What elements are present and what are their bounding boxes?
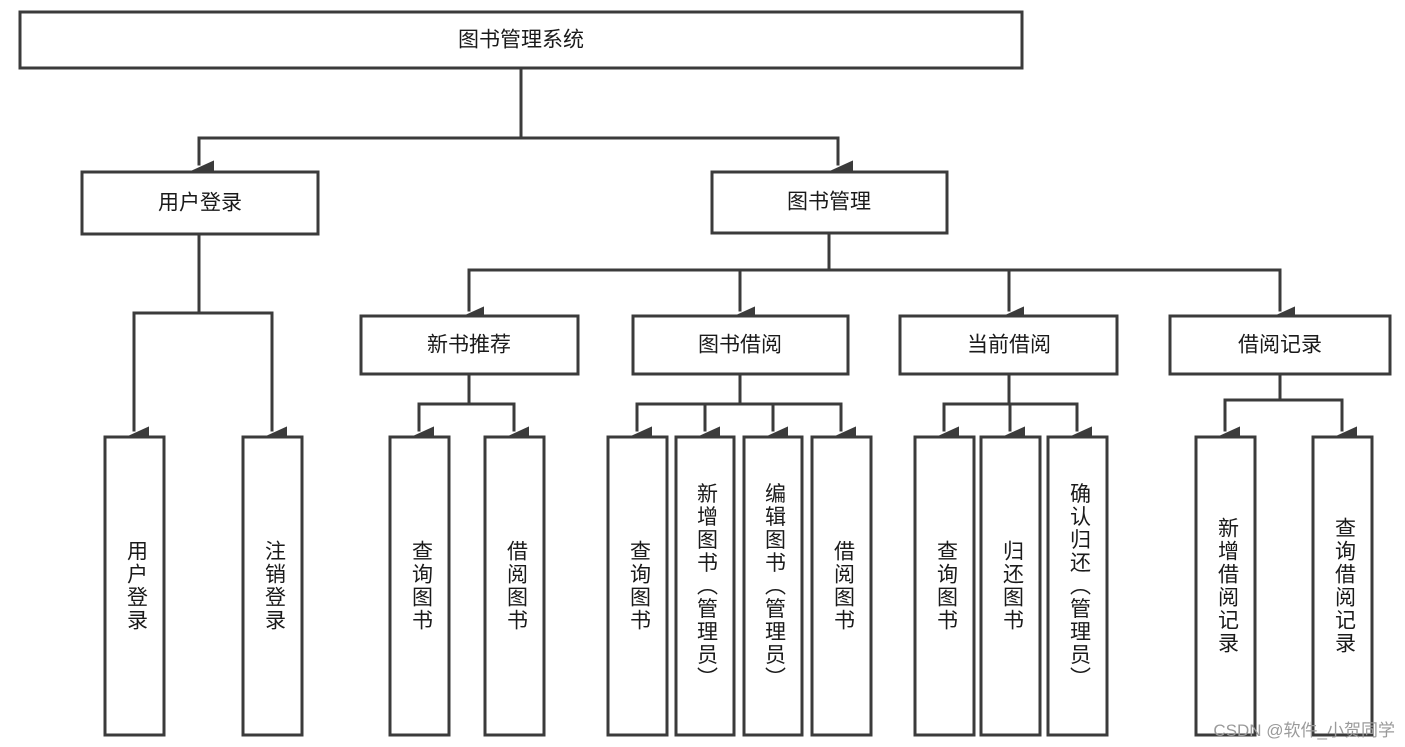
node-leaf-query-record-label: 查询借阅记录 [1332, 517, 1356, 655]
node-leaf-add-book-label: 新增图书（管理员） [694, 483, 718, 690]
node-leaf-logout[interactable]: 注销登录 [241, 435, 304, 737]
node-leaf-logout-box[interactable] [241, 435, 304, 737]
node-leaf-login-box[interactable] [103, 435, 166, 737]
node-book-borrow-label: 图书借阅 [698, 334, 782, 357]
node-current-borrow-label: 当前借阅 [967, 334, 1051, 357]
node-leaf-query-book-current-label: 查询图书 [934, 540, 958, 632]
node-current-borrow[interactable]: 当前借阅 [898, 314, 1119, 376]
node-book-borrow-box[interactable] [631, 314, 850, 376]
node-leaf-query-book-new-box[interactable] [388, 435, 451, 737]
node-leaf-return-book[interactable]: 归还图书 [979, 435, 1042, 737]
node-leaf-borrow-book-new[interactable]: 借阅图书 [483, 435, 546, 737]
node-user-login[interactable]: 用户登录 [80, 170, 320, 236]
node-borrow-records[interactable]: 借阅记录 [1168, 314, 1392, 376]
node-leaf-return-book-box[interactable] [979, 435, 1042, 737]
node-leaf-confirm-return[interactable]: 确认归还（管理员） [1046, 435, 1109, 737]
node-leaf-query-book-borrow-box[interactable] [606, 435, 669, 737]
node-leaf-edit-book[interactable]: 编辑图书（管理员） [742, 435, 804, 737]
node-borrow-records-box[interactable] [1168, 314, 1392, 376]
node-current-borrow-box[interactable] [898, 314, 1119, 376]
node-leaf-query-book-current[interactable]: 查询图书 [913, 435, 976, 737]
node-book-management[interactable]: 图书管理 [710, 170, 949, 235]
node-leaf-add-book-box[interactable] [674, 435, 736, 737]
node-root[interactable]: 图书管理系统 [18, 10, 1024, 70]
node-new-book-recommend-box[interactable] [359, 314, 580, 376]
node-leaf-return-book-label: 归还图书 [1000, 540, 1024, 632]
node-leaf-query-record-box[interactable] [1311, 435, 1374, 737]
node-leaf-query-book-borrow-label: 查询图书 [627, 540, 651, 632]
node-leaf-lend-book-label: 借阅图书 [831, 540, 855, 632]
node-leaf-lend-book[interactable]: 借阅图书 [810, 435, 873, 737]
node-leaf-add-book[interactable]: 新增图书（管理员） [674, 435, 736, 737]
node-leaf-confirm-return-label: 确认归还（管理员） [1067, 483, 1091, 690]
node-leaf-query-record[interactable]: 查询借阅记录 [1311, 435, 1374, 737]
node-leaf-add-record[interactable]: 新增借阅记录 [1194, 435, 1257, 737]
node-leaf-login-label: 用户登录 [124, 540, 148, 632]
node-root-label: 图书管理系统 [458, 29, 584, 52]
node-leaf-add-record-label: 新增借阅记录 [1215, 517, 1239, 655]
node-leaf-query-book-new[interactable]: 查询图书 [388, 435, 451, 737]
node-new-book-recommend[interactable]: 新书推荐 [359, 314, 580, 376]
node-leaf-add-record-box[interactable] [1194, 435, 1257, 737]
node-book-management-box[interactable] [710, 170, 949, 235]
node-leaf-edit-book-box[interactable] [742, 435, 804, 737]
node-root-box[interactable] [18, 10, 1024, 70]
node-leaf-confirm-return-box[interactable] [1046, 435, 1109, 737]
csdn-watermark: CSDN @软件_小贺同学 [1213, 721, 1395, 740]
node-book-management-label: 图书管理 [787, 191, 871, 214]
node-borrow-records-label: 借阅记录 [1238, 334, 1322, 357]
edges-group [116, 66, 1357, 457]
node-user-login-box[interactable] [80, 170, 320, 236]
node-leaf-borrow-book-new-label: 借阅图书 [504, 540, 528, 632]
node-user-login-label: 用户登录 [158, 192, 242, 215]
node-leaf-query-book-borrow[interactable]: 查询图书 [606, 435, 669, 737]
node-leaf-logout-label: 注销登录 [262, 540, 286, 632]
node-leaf-edit-book-label: 编辑图书（管理员） [762, 483, 786, 690]
node-book-borrow[interactable]: 图书借阅 [631, 314, 850, 376]
node-leaf-borrow-book-new-box[interactable] [483, 435, 546, 737]
node-leaf-query-book-current-box[interactable] [913, 435, 976, 737]
node-leaf-lend-book-box[interactable] [810, 435, 873, 737]
node-leaf-login[interactable]: 用户登录 [103, 435, 166, 737]
node-new-book-recommend-label: 新书推荐 [427, 334, 511, 357]
node-leaf-query-book-new-label: 查询图书 [409, 540, 433, 632]
